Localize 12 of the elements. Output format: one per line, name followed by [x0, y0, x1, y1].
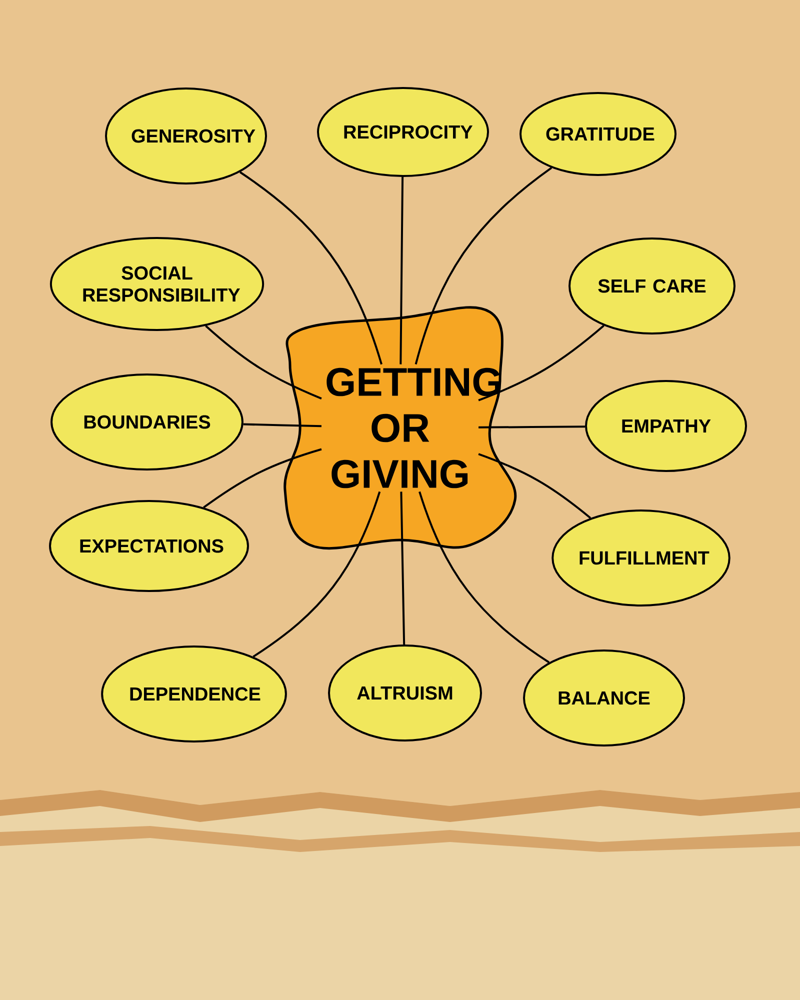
- connector-line: [478, 453, 592, 519]
- connector-line: [203, 448, 322, 508]
- connector-line: [478, 426, 586, 428]
- connector-line: [239, 171, 382, 365]
- connector-line: [478, 324, 604, 402]
- connector-line: [252, 491, 381, 658]
- connector-line: [418, 491, 550, 664]
- connector-line: [400, 492, 406, 645]
- connector-line: [400, 176, 404, 364]
- connector-line: [205, 325, 322, 400]
- connector-line: [414, 167, 552, 365]
- connector-line: [243, 423, 322, 428]
